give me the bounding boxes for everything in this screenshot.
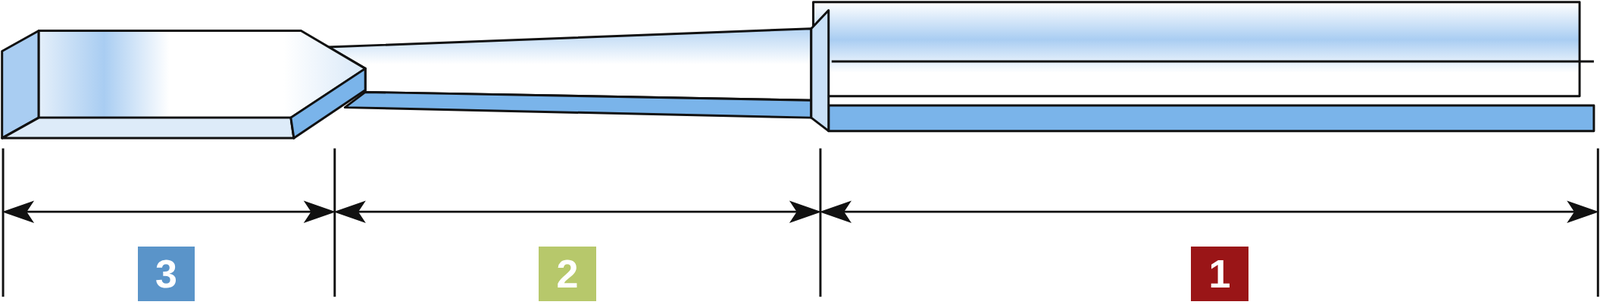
blade-bevel [290, 68, 366, 138]
handle-side [828, 105, 1594, 132]
collar [811, 9, 829, 131]
callout-number-box: 3 [137, 246, 195, 301]
dimension-arrows [5, 202, 1597, 221]
arrowhead [5, 202, 32, 221]
dimension-tick [818, 148, 822, 297]
callout-number-box: 2 [538, 246, 597, 301]
handle-face [813, 2, 1581, 97]
callout-number-box: 1 [1190, 246, 1249, 301]
dimension-tick [333, 148, 336, 297]
instrument [2, 2, 1594, 138]
dimension-line [15, 210, 322, 213]
dimension-lines [3, 148, 1598, 297]
arrowhead [1569, 202, 1597, 221]
callout-number: 3 [155, 253, 178, 294]
shank-side [344, 91, 812, 118]
callout-number: 2 [556, 253, 579, 294]
center-line [831, 59, 1594, 63]
callout-number: 1 [1209, 253, 1232, 294]
arrowhead [306, 202, 333, 221]
arrowhead [822, 202, 850, 221]
dimension-tick [2, 148, 5, 297]
dimension-line [832, 210, 1586, 213]
arrowhead [791, 202, 819, 221]
arrowhead [336, 202, 363, 221]
blade-bottom [2, 117, 294, 138]
dimension-tick [1596, 148, 1600, 297]
dimension-line [346, 210, 809, 213]
shank-face [328, 28, 812, 100]
